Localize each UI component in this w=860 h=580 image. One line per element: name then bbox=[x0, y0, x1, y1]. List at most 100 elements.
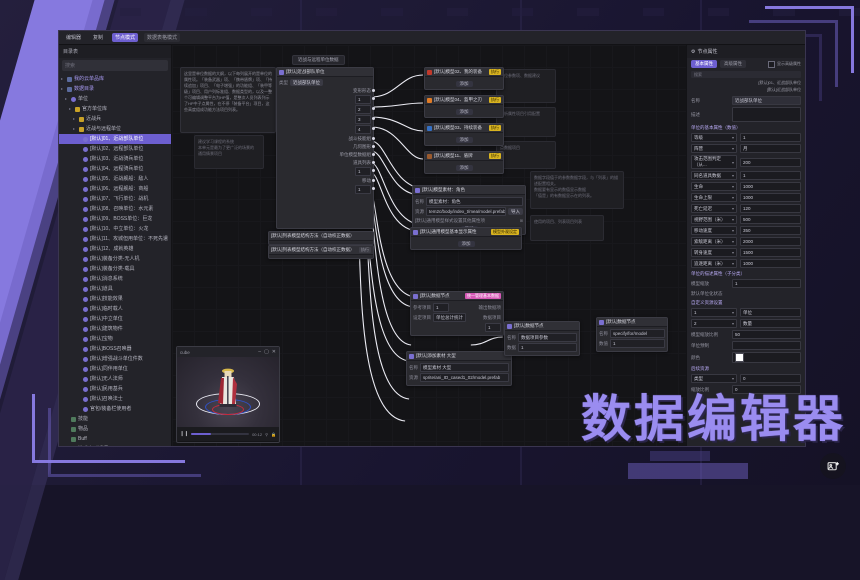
node-output-row[interactable]: 移动 bbox=[279, 177, 375, 184]
show-advanced-checkbox[interactable] bbox=[768, 60, 775, 68]
sidebar-item[interactable]: [默认]召唤法士 bbox=[59, 394, 171, 404]
output-port[interactable] bbox=[372, 169, 375, 172]
output-port[interactable] bbox=[372, 117, 375, 120]
node-type-value[interactable]: 近战部队单位 bbox=[290, 79, 323, 86]
output-port[interactable] bbox=[372, 89, 375, 92]
field-value[interactable]: 1 bbox=[433, 303, 449, 312]
prop-value[interactable]: 1000 bbox=[740, 193, 801, 202]
tree-indent[interactable]: ▸ bbox=[69, 106, 72, 111]
field-value[interactable]: 数据项目参数 bbox=[518, 333, 577, 342]
sidebar-item[interactable]: ▸近战兵 bbox=[59, 114, 171, 124]
chevron-down-icon[interactable]: ▾ bbox=[731, 239, 734, 244]
import-button[interactable]: 导入 bbox=[508, 208, 523, 215]
field-value[interactable]: 模型素材 大型 bbox=[420, 363, 509, 372]
prop-value[interactable]: 0 bbox=[740, 374, 801, 383]
node-output-row[interactable]: 3 bbox=[279, 115, 375, 124]
node-data-b3[interactable]: [默认]数据节点 名称 数据项目参数 数据 1 bbox=[504, 321, 580, 356]
output-value[interactable]: 1 bbox=[355, 167, 371, 176]
node-main-unit[interactable]: [默认]近战部队单位 g 类型 近战部队单位 变形形态1234战斗技能组几何图形… bbox=[276, 67, 375, 229]
sidebar-item[interactable]: [默认]07、飞行单位：战机 bbox=[59, 194, 171, 204]
node-model-display[interactable]: [默认]通用模型基本显示属性 模型外观设定 添加 bbox=[410, 227, 522, 250]
chevron-down-icon[interactable]: ▾ bbox=[731, 173, 734, 178]
prop-value[interactable] bbox=[732, 341, 801, 350]
chevron-right-icon[interactable]: ▸ bbox=[61, 76, 64, 81]
preview-titlebar[interactable]: cube – ▢ ✕ bbox=[177, 347, 279, 357]
sidebar-item[interactable]: [默认]02、远程部队单位 bbox=[59, 144, 171, 154]
prop-value[interactable]: 1 bbox=[740, 171, 801, 180]
sidebar-item[interactable]: [默认]06、远程舰船：商船 bbox=[59, 184, 171, 194]
sidebar-item[interactable]: [默认]11、攻城但用单位：不死先遣 bbox=[59, 234, 171, 244]
chevron-down-icon[interactable]: ▾ bbox=[731, 228, 734, 233]
prop-key-dropdown[interactable]: 生命▾ bbox=[691, 182, 737, 191]
sidebar-item[interactable]: [默认]无人法师 bbox=[59, 374, 171, 384]
field-value[interactable]: 1 bbox=[610, 339, 665, 348]
prop-value[interactable]: 500 bbox=[740, 215, 801, 224]
prop-key-dropdown[interactable]: 索敌距离（米）▾ bbox=[691, 237, 737, 246]
chevron-down-icon[interactable]: ▾ bbox=[731, 310, 734, 315]
sidebar-item[interactable]: 官包/装备栏使用者 bbox=[59, 404, 171, 414]
node-data-primary[interactable]: [默认]数据节点 统一管理基本数据 参考项目 1 输出数据项 设定项目 单位总计… bbox=[410, 291, 504, 336]
node-output-row[interactable]: 变形形态 bbox=[279, 87, 375, 94]
sidebar-item[interactable]: [默认]装备分类-载具 bbox=[59, 264, 171, 274]
node-header[interactable]: [默认]模型02、我的装备 执行 bbox=[425, 68, 503, 77]
output-port[interactable] bbox=[372, 97, 375, 100]
close-icon[interactable]: ✕ bbox=[271, 349, 276, 355]
sidebar-item[interactable]: 技能 bbox=[59, 414, 171, 424]
node-header[interactable]: [默认]列表模型结构方法（自动校正数据） bbox=[269, 232, 373, 241]
field-value[interactable]: 单位总计统计 bbox=[433, 313, 466, 322]
prop-value[interactable]: 1 bbox=[740, 133, 801, 142]
add-button[interactable]: 添加 bbox=[455, 165, 473, 171]
prop-value[interactable]: 1000 bbox=[740, 182, 801, 191]
prop-value[interactable]: 2000 bbox=[740, 237, 801, 246]
sidebar-item[interactable]: [默认]12、成就英雄 bbox=[59, 244, 171, 254]
sidebar-search-input[interactable]: 搜索 bbox=[62, 60, 168, 71]
field-value[interactable]: sprite/ani_ID_cased1_02/model.prefab bbox=[420, 373, 509, 382]
chevron-down-icon[interactable]: ▾ bbox=[731, 250, 734, 255]
add-button[interactable]: 添加 bbox=[457, 241, 475, 247]
prop-value[interactable]: 1000 bbox=[740, 259, 801, 268]
prop-key-dropdown[interactable]: 转身速度▾ bbox=[691, 248, 737, 257]
node-data-b4[interactable]: [默认]数据节点 名称 specify/for/model 数值 1 bbox=[596, 317, 668, 352]
prop-value[interactable]: 50 bbox=[732, 330, 801, 339]
node-output-row[interactable]: 4 bbox=[279, 125, 375, 134]
output-port[interactable] bbox=[372, 179, 375, 182]
chevron-down-icon[interactable]: ▾ bbox=[731, 184, 734, 189]
tree-indent[interactable]: ▸ bbox=[73, 126, 76, 131]
sidebar-item[interactable]: [默认]消息系统 bbox=[59, 274, 171, 284]
chevron-down-icon[interactable]: ▸ bbox=[61, 86, 64, 91]
output-value[interactable]: 1 bbox=[355, 95, 371, 104]
sidebar-item[interactable]: [默认]临时载人 bbox=[59, 304, 171, 314]
chevron-down-icon[interactable]: ▾ bbox=[731, 195, 734, 200]
node-sub-1[interactable]: [默认]列表模型结构方法（自动校正数据） bbox=[268, 231, 374, 245]
sidebar-item[interactable]: [默认]10、中立单位：火龙 bbox=[59, 224, 171, 234]
node-header[interactable]: [默认]数据节点 bbox=[505, 322, 579, 331]
prop-value[interactable]: 200 bbox=[740, 157, 801, 167]
inspector-search-input[interactable]: 搜索 bbox=[691, 71, 801, 78]
node-add-material[interactable]: [默认]添加素材 大型 g 名称 模型素材 大型 资源 sprite/ani_I… bbox=[406, 351, 512, 386]
chevron-down-icon[interactable]: ▾ bbox=[731, 261, 734, 266]
prop-value[interactable] bbox=[732, 107, 801, 122]
node-output-row[interactable]: 道具列表 bbox=[279, 159, 375, 166]
preview-viewport[interactable] bbox=[177, 357, 279, 427]
sidebar-item[interactable]: ▸数据目录 bbox=[59, 84, 171, 94]
prop-value[interactable]: 0 bbox=[732, 385, 801, 394]
chevron-down-icon[interactable]: ▾ bbox=[731, 159, 734, 165]
tab-advanced-properties[interactable]: 高级属性 bbox=[720, 60, 746, 68]
output-port[interactable] bbox=[372, 145, 375, 148]
chevron-down-icon[interactable]: ▾ bbox=[731, 146, 734, 151]
node-header[interactable]: [默认]近战部队单位 g bbox=[277, 68, 373, 77]
node-output-row[interactable]: 2 bbox=[279, 105, 375, 114]
node-header[interactable]: [默认]通用模型基本显示属性 模型外观设定 bbox=[411, 228, 521, 237]
node-header[interactable]: [默认]添加素材 大型 g bbox=[407, 352, 511, 361]
node-header[interactable]: [默认]模型04、盔甲之刃 执行 bbox=[425, 96, 503, 105]
prop-value[interactable]: 月 bbox=[740, 144, 801, 153]
node-output-row[interactable]: 1 bbox=[279, 185, 375, 194]
person-icon[interactable]: ⚲ bbox=[265, 431, 269, 437]
menu-item-editor[interactable]: 编辑器 bbox=[66, 35, 82, 41]
sidebar-item[interactable]: [默认]04、远程骑兵单位 bbox=[59, 164, 171, 174]
output-value[interactable]: 4 bbox=[355, 125, 371, 134]
node-output-row[interactable]: 几何图形 bbox=[279, 143, 375, 150]
node-output-row[interactable]: 单位模型数据组 bbox=[279, 151, 375, 158]
prop-key-dropdown[interactable]: 1▾ bbox=[691, 308, 737, 317]
add-button[interactable]: 添加 bbox=[455, 137, 473, 143]
